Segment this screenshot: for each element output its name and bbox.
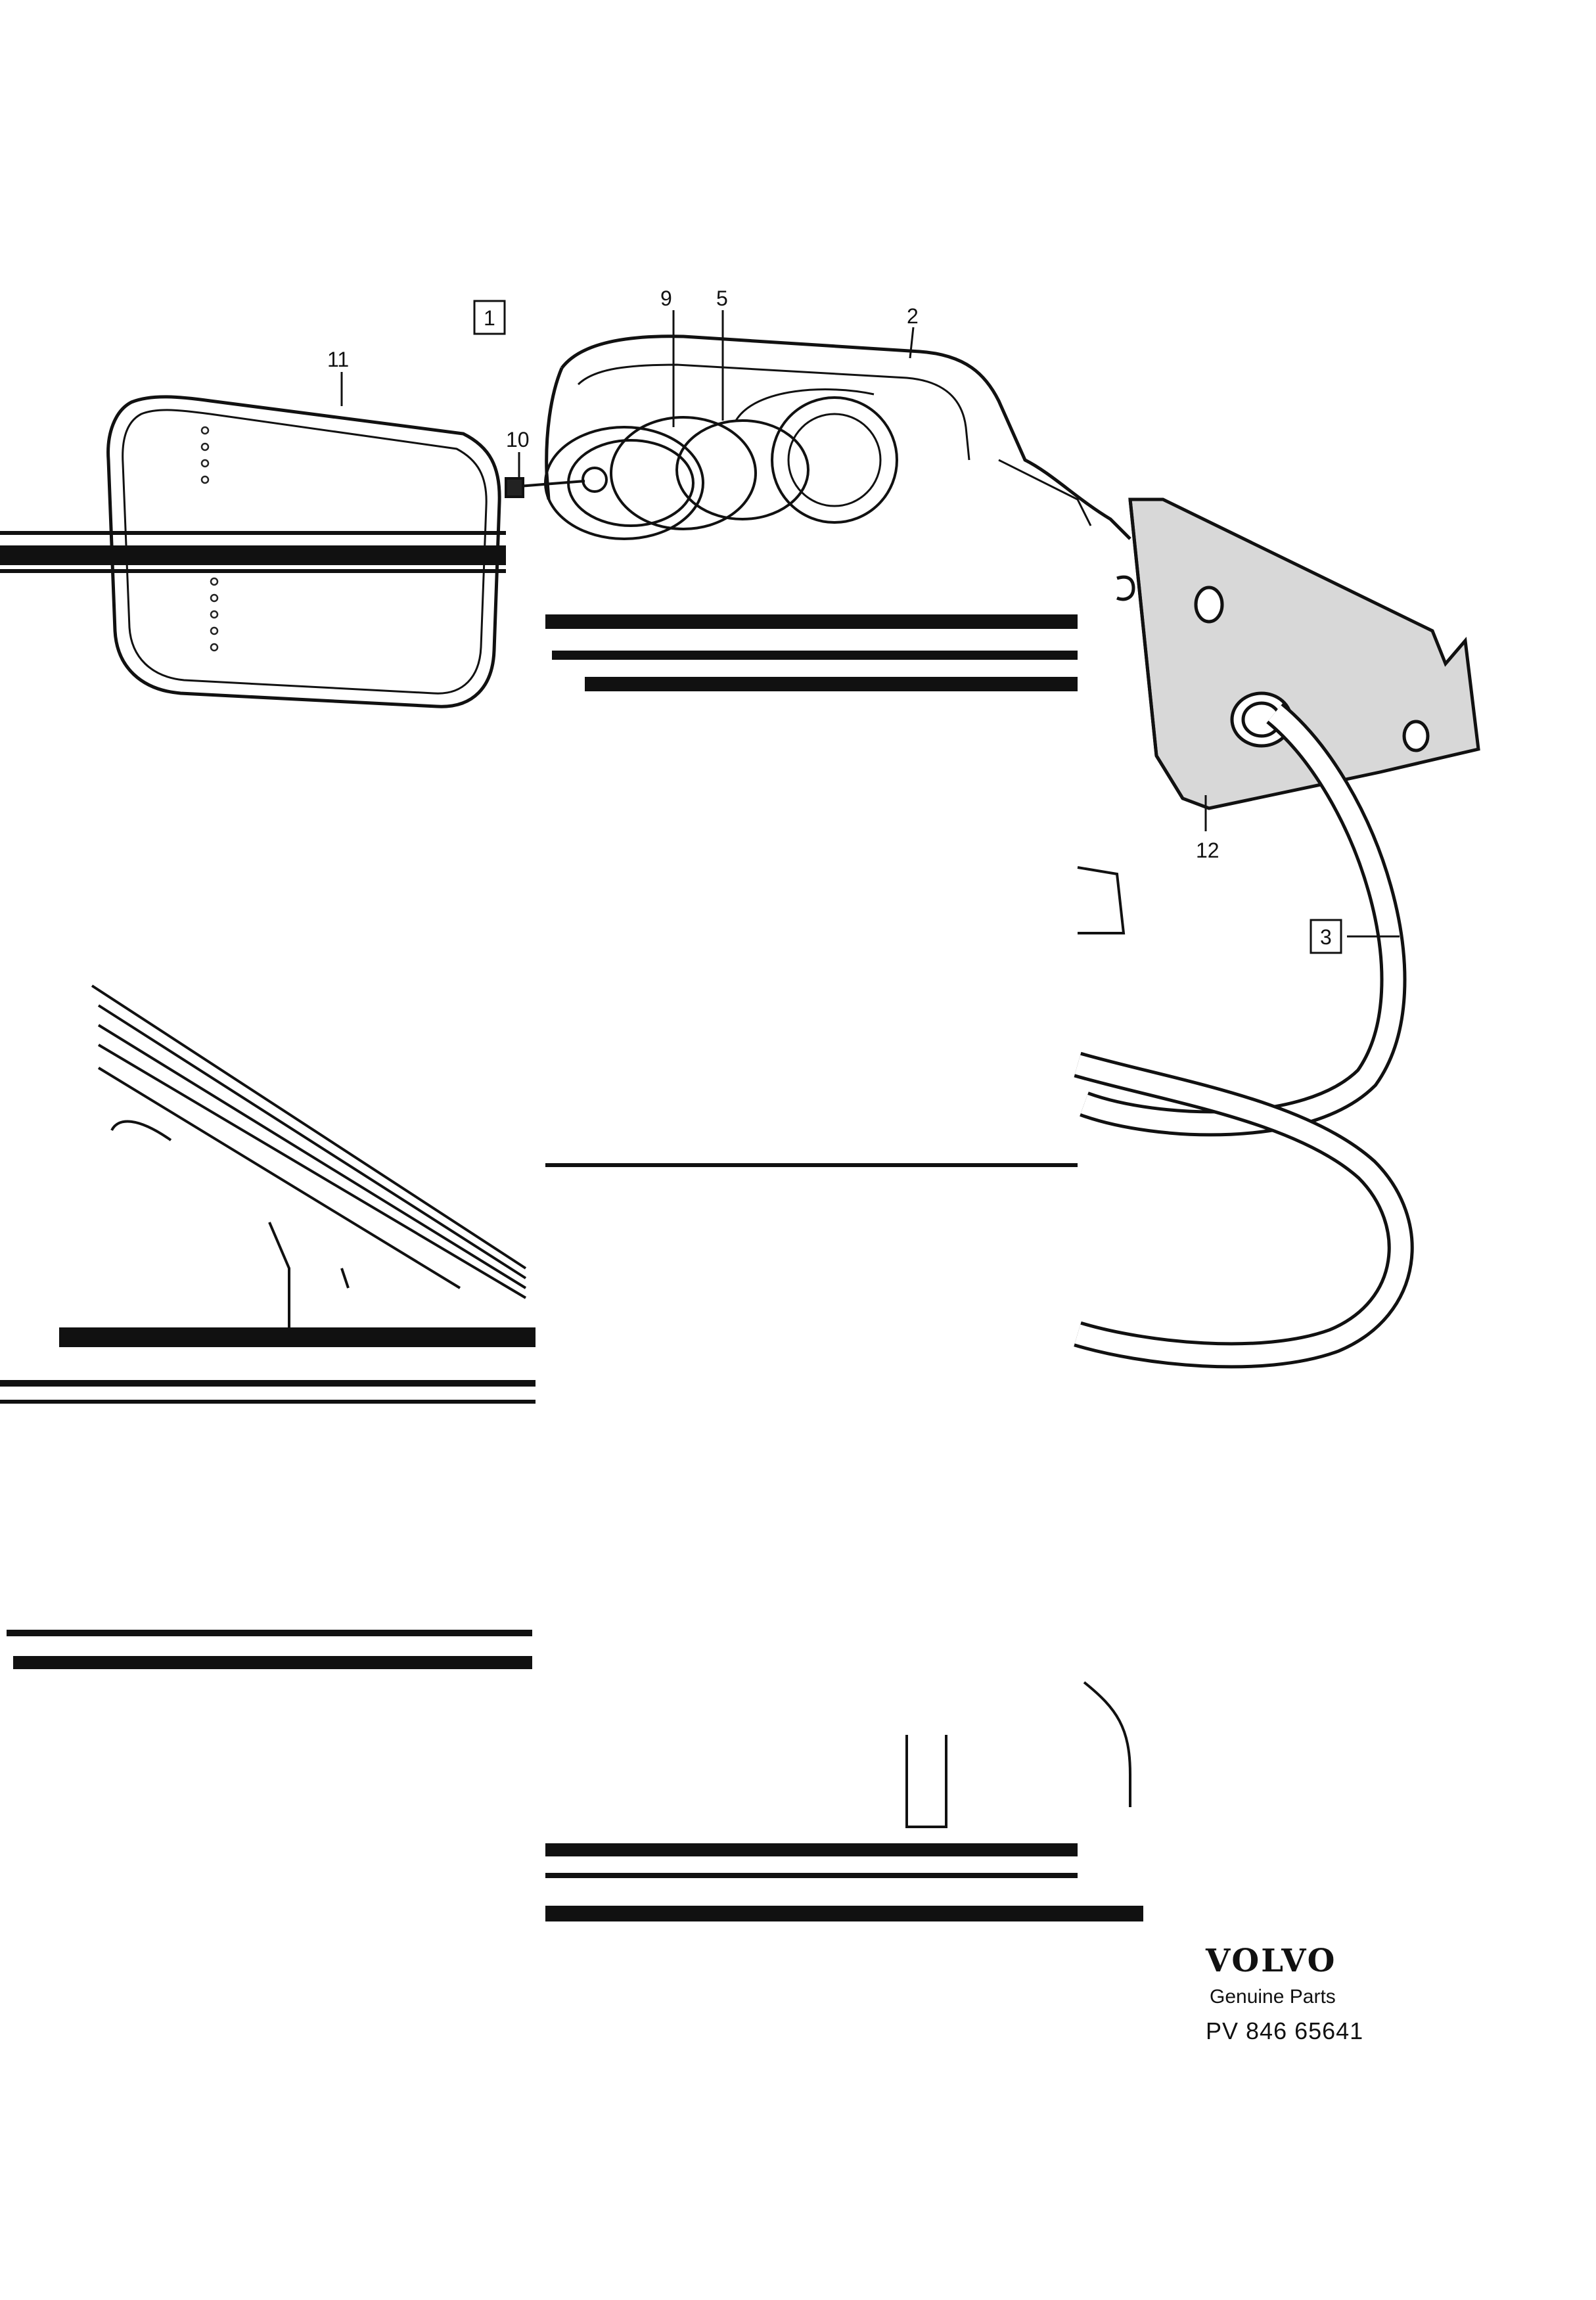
scan-artifacts bbox=[0, 531, 1143, 1921]
callout-12: 12 bbox=[1196, 839, 1220, 862]
callout-10: 10 bbox=[506, 428, 530, 451]
door-frame bbox=[91, 866, 1131, 1828]
part-number: PV 846 65641 bbox=[1206, 2017, 1364, 2044]
leader-lines bbox=[340, 310, 1400, 938]
cable bbox=[1074, 702, 1414, 1369]
mirror-housing bbox=[545, 334, 1131, 540]
adjuster-unit bbox=[505, 416, 809, 540]
ref-box-3-label: 3 bbox=[1320, 925, 1332, 949]
brand-tagline: Genuine Parts bbox=[1210, 1986, 1336, 2008]
mirror-glass bbox=[106, 395, 501, 708]
brand-wordmark: VOLVO bbox=[1206, 1943, 1337, 1979]
ref-box-1 bbox=[473, 300, 506, 335]
volvo-genuine-parts-logo: VOLVO Genuine Parts PV 846 65641 bbox=[1206, 1945, 1377, 2045]
callout-9: 9 bbox=[660, 287, 672, 310]
callout-2: 2 bbox=[907, 304, 919, 328]
ref-box-1-label: 1 bbox=[484, 306, 495, 330]
ref-box-3 bbox=[1310, 919, 1342, 954]
callout-11: 11 bbox=[327, 348, 349, 371]
mounting-bracket bbox=[1116, 497, 1480, 810]
callout-5: 5 bbox=[716, 287, 728, 310]
